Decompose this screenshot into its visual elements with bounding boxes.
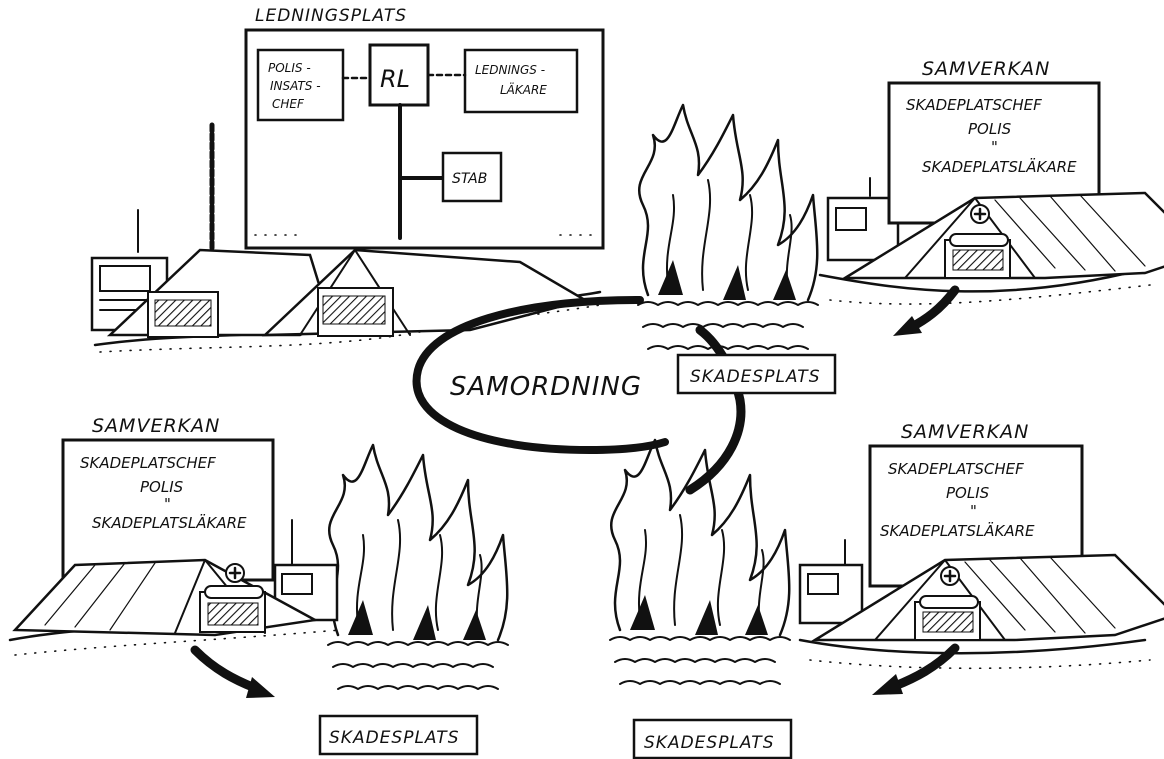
- site3-role-3: ": [970, 502, 977, 520]
- site2-board: [61, 438, 275, 582]
- site1-role-3: ": [991, 138, 998, 156]
- svg-text:POLIS - INSATS - C: POLIS - INSATS - CHEF: [268, 61, 324, 111]
- site3-heading: SAMVERKAN: [901, 421, 1029, 443]
- site3-arrow-icon: [890, 643, 960, 691]
- site3-label: SKADESPLATS: [644, 733, 774, 753]
- svg-text:SKADEPLATSCHEF POLIS: SKADEPLATSCHEF POLIS " SKADEPLATSLÄKARE: [80, 454, 247, 532]
- police-chief-line-1: POLIS -: [268, 61, 311, 75]
- radio-mast-icon: [137, 122, 215, 253]
- site2-role-4: SKADEPLATSLÄKARE: [92, 513, 247, 532]
- site2-role-2: POLIS: [140, 478, 184, 496]
- site2-heading: SAMVERKAN: [92, 415, 220, 437]
- site1-role-4: SKADEPLATSLÄKARE: [922, 157, 1077, 176]
- site1-role-2: POLIS: [968, 120, 1012, 138]
- site1-label-box: [676, 353, 837, 395]
- commander-label: RL: [380, 65, 410, 93]
- site2-role-3: ": [164, 495, 171, 513]
- medical-lead-line-2: LÄKARE: [500, 82, 547, 97]
- site3-label-box: [632, 718, 793, 759]
- ambulance-icon: [798, 539, 864, 625]
- medical-lead-line-1: LEDNINGS -: [475, 63, 545, 77]
- svg-text:LEDNINGS - LÄKARE: LEDNINGS - LÄKARE: [475, 63, 549, 97]
- site1-heading: SAMVERKAN: [922, 58, 1050, 80]
- staff-box: [441, 151, 503, 203]
- link-commander-staff: [398, 103, 445, 240]
- staff-label: STAB: [452, 171, 487, 187]
- site3-role-1: SKADEPLATSCHEF: [888, 460, 1024, 478]
- svg-text:SKADEPLATSCHEF POLIS: SKADEPLATSCHEF POLIS " SKADEPLATSLÄKARE: [880, 460, 1035, 540]
- site1-role-1: SKADEPLATSCHEF: [906, 96, 1042, 114]
- site3-tent-icon: [813, 553, 1164, 642]
- headquarters-group: LEDNINGSPLATS POLIS - INSATS - CHEF RL L…: [90, 6, 605, 353]
- site2-arrow-icon: [190, 645, 260, 693]
- site3-role-2: POLIS: [946, 484, 990, 502]
- coordination-label: SAMORDNING: [450, 372, 642, 402]
- site-bottom-right: SAMVERKAN SKADEPLATSCHEF POLIS " SKADEPL…: [608, 421, 1164, 759]
- coordination-ring: SAMORDNING: [412, 296, 746, 495]
- hq-title: LEDNINGSPLATS: [255, 6, 407, 26]
- site2-label: SKADESPLATS: [329, 728, 459, 748]
- site-top-right: SAMVERKAN SKADEPLATSCHEF POLIS " SKADEPL…: [636, 58, 1164, 395]
- police-chief-box: [256, 48, 345, 122]
- site3-role-4: SKADEPLATSLÄKARE: [880, 521, 1035, 540]
- site1-arrow-icon: [905, 285, 960, 333]
- site-bottom-left: SAMVERKAN SKADEPLATSCHEF POLIS " SKADEPL…: [8, 415, 510, 756]
- police-chief-line-2: INSATS -: [270, 79, 321, 93]
- svg-text:SKADEPLATSCHEF POLIS: SKADEPLATSCHEF POLIS " SKADEPLATSLÄKARE: [906, 96, 1077, 176]
- ambulance-icon: [273, 519, 339, 622]
- ambulance-icon: [826, 177, 900, 262]
- site2-tent-icon: [12, 558, 319, 637]
- medical-lead-box: [463, 48, 579, 114]
- site2-role-1: SKADEPLATSCHEF: [80, 454, 216, 472]
- police-chief-line-3: CHEF: [272, 97, 305, 111]
- site1-label: SKADESPLATS: [690, 367, 820, 387]
- site2-label-box: [318, 714, 479, 756]
